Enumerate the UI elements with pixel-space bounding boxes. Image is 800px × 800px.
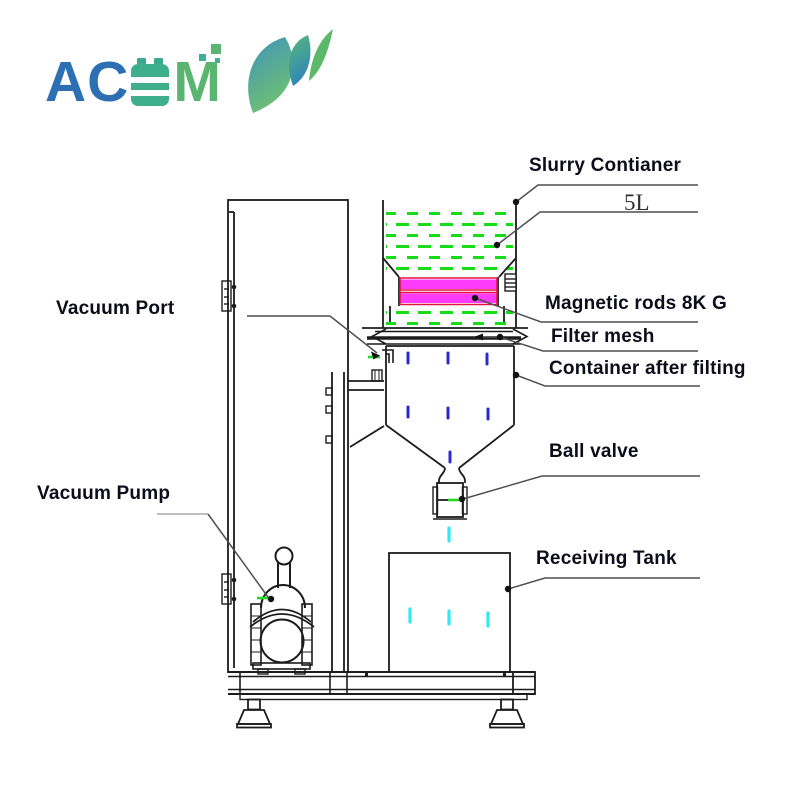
label-filter-mesh: Filter mesh [551, 326, 655, 347]
leader-volume [496, 211, 698, 246]
leader-vacuum-pump [207, 513, 269, 598]
leveling-feet [236, 698, 525, 729]
logo-pixel-square [211, 44, 222, 54]
leader-dots [267, 198, 520, 603]
filter-mesh-flange [362, 327, 529, 345]
filtrate-drops [406, 351, 490, 464]
leader-ball-valve [462, 475, 700, 500]
logo-leaf-icon [248, 29, 333, 113]
base-frame [228, 671, 536, 701]
leader-filter [474, 336, 698, 352]
slurry-container [382, 200, 517, 330]
label-ball-valve: Ball valve [549, 441, 639, 462]
logo-text-m: M [173, 44, 222, 111]
vacuum-port-fitting [382, 349, 394, 363]
vacuum-pump [249, 546, 315, 675]
logo-text-ac: AC [45, 50, 130, 114]
container-after-filtering [382, 345, 515, 484]
logo-battery-e-icon [130, 58, 170, 106]
port-arrowhead [371, 351, 380, 360]
leader-receiving [507, 577, 700, 590]
leader-lines [157, 184, 700, 598]
label-magnetic-rods: Magnetic rods 8K G [545, 293, 728, 314]
leader-slurry [515, 184, 698, 203]
cabinet-hinges [221, 280, 333, 605]
leader-magnetic [474, 297, 698, 323]
left-clamp [370, 328, 387, 345]
label-volume-5l: 5L [624, 190, 650, 215]
logo: AC M [45, 44, 222, 114]
mesh-arrowhead [474, 333, 483, 341]
slurry-liquid [386, 204, 513, 330]
cabinet [227, 199, 385, 673]
label-vacuum-port: Vacuum Port [56, 298, 175, 319]
drain-drops [408, 526, 490, 628]
logo-pixel-square [199, 54, 207, 61]
accent-ticks [257, 355, 380, 600]
right-clamp [512, 328, 529, 345]
logo-pixel-square [215, 58, 221, 63]
leader-vacuum-port [247, 315, 378, 354]
label-slurry-container: Slurry Contianer [529, 155, 682, 176]
leader-container [515, 374, 700, 387]
label-vacuum-pump: Vacuum Pump [37, 483, 171, 504]
magnetic-rods [399, 277, 498, 306]
label-container-after-filting: Container after filting [549, 358, 746, 379]
level-bracket [504, 273, 517, 292]
label-receiving-tank: Receiving Tank [536, 548, 677, 569]
